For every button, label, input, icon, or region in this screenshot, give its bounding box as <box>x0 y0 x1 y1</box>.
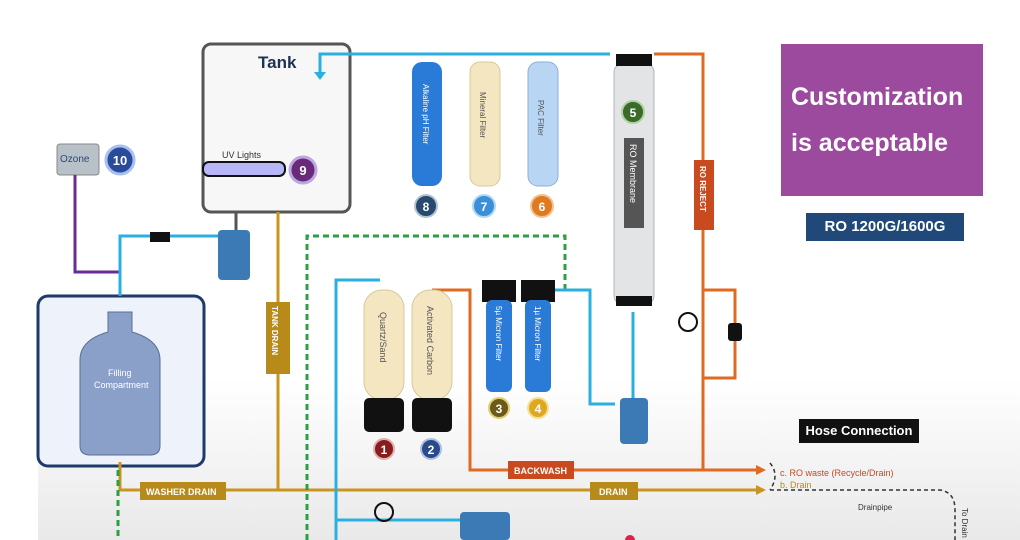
ozone-number-circle <box>104 144 136 176</box>
ozone-number: 10 <box>113 153 127 168</box>
filter-3-label: 5µ Micron Filter <box>494 306 503 362</box>
tank-label: Tank <box>258 53 297 72</box>
filter-7-housing <box>469 61 501 187</box>
pipe-backwash <box>432 288 760 472</box>
pressure-gauge-bottom <box>374 502 394 522</box>
ro-label: RO Membrane <box>628 144 638 203</box>
filter-1-number: 1 <box>381 443 388 457</box>
backwash-label: BACKWASH <box>514 466 567 476</box>
red-dot <box>625 535 635 540</box>
drainpipe-label: Drainpipe <box>858 503 893 512</box>
ro-waste-label: c. RO waste (Recycle/Drain) <box>780 468 894 478</box>
filter-6-number: 6 <box>539 200 546 214</box>
filling-line1: Filling <box>108 368 132 378</box>
filter-4-cap <box>521 280 555 302</box>
uv-number: 9 <box>299 163 306 178</box>
filter-1-circle <box>373 438 395 460</box>
uv-light <box>202 161 286 177</box>
pressure-gauge-right <box>678 312 698 332</box>
ozone-label: Ozone <box>60 154 90 165</box>
ozone-unit <box>56 143 100 176</box>
uv-number-circle <box>288 155 318 185</box>
valve-right <box>728 323 742 341</box>
banner-line2: is acceptable <box>791 129 949 157</box>
filling-line2: Compartment <box>94 380 149 390</box>
pipe-drain <box>118 462 760 492</box>
water-bottle <box>79 311 161 456</box>
filter-3-number: 3 <box>496 402 503 416</box>
customization-banner: Customization is acceptable <box>781 44 983 196</box>
pump <box>460 512 510 540</box>
filter-1-base <box>364 398 404 432</box>
filter-8-housing <box>412 62 442 186</box>
filter-2-label: Activated Carbon <box>425 306 435 375</box>
backwash-arrow <box>756 465 766 475</box>
filter-1-label: Quartz/Sand <box>378 312 388 363</box>
drain-label: DRAIN <box>599 487 628 497</box>
ro-number-circle <box>621 100 645 124</box>
green-dashed-main <box>305 234 567 540</box>
uv-label: UV Lights <box>222 150 262 160</box>
filter-4-circle <box>527 397 549 419</box>
filter-6-housing <box>527 61 559 187</box>
filter-4-number: 4 <box>535 402 542 416</box>
filter-7-circle <box>472 194 496 218</box>
pipe-feed-blue <box>334 278 380 540</box>
pipe-ro-reject <box>654 52 705 470</box>
tank-drain-label: TANK DRAIN <box>270 306 279 355</box>
ro-number: 5 <box>630 106 637 120</box>
filter-7-number: 7 <box>481 200 488 214</box>
filter-6-circle <box>530 194 554 218</box>
pipe-left-blue <box>118 234 236 296</box>
washer-drain-box <box>140 482 226 500</box>
drain-box <box>590 482 638 500</box>
arrow-into-tank <box>314 72 326 80</box>
drain-outlet-label: b. Drain <box>780 480 812 490</box>
ro-reject-label: RO REJECT <box>698 166 707 212</box>
valve-left <box>150 232 170 242</box>
model-badge: RO 1200G/1600G <box>806 213 964 241</box>
to-drain-label: To Drain <box>960 508 969 538</box>
pipe-ozone <box>73 175 120 274</box>
small-filter-right <box>620 398 648 444</box>
drainpipe-path <box>769 462 956 540</box>
filter-4-label: 1µ Micron Filter <box>533 306 542 362</box>
washer-drain-label: WASHER DRAIN <box>146 487 217 497</box>
filter-8-circle <box>414 194 438 218</box>
small-filter-left <box>218 230 250 280</box>
banner-line1: Customization <box>791 83 964 111</box>
drain-arrow <box>756 485 766 495</box>
hose-connection-badge: Hose Connection <box>799 419 919 443</box>
filter-3-cap <box>482 280 516 302</box>
filter-3-housing <box>486 300 512 392</box>
tank-drain-box <box>266 302 290 374</box>
pipe-tank-arrow <box>318 52 350 76</box>
ro-label-box <box>624 138 644 228</box>
filter-2-circle <box>420 438 442 460</box>
filter-8-number: 8 <box>423 200 430 214</box>
pipe-micron-out <box>555 288 615 406</box>
filter-2-base <box>412 398 452 432</box>
filter-8-label: Alkaline pH Filter <box>421 84 430 145</box>
filter-3-circle <box>488 397 510 419</box>
filter-2-number: 2 <box>428 443 435 457</box>
filter-4-housing <box>525 300 551 392</box>
ro-cap-top <box>616 54 652 66</box>
filter-7-label: Mineral Filter <box>478 92 487 139</box>
backwash-box <box>508 461 574 479</box>
ro-cap-bottom <box>616 296 652 306</box>
filter-6-label: PAC Filter <box>536 100 545 136</box>
ro-reject-box <box>694 160 714 230</box>
left-frame <box>0 0 38 540</box>
